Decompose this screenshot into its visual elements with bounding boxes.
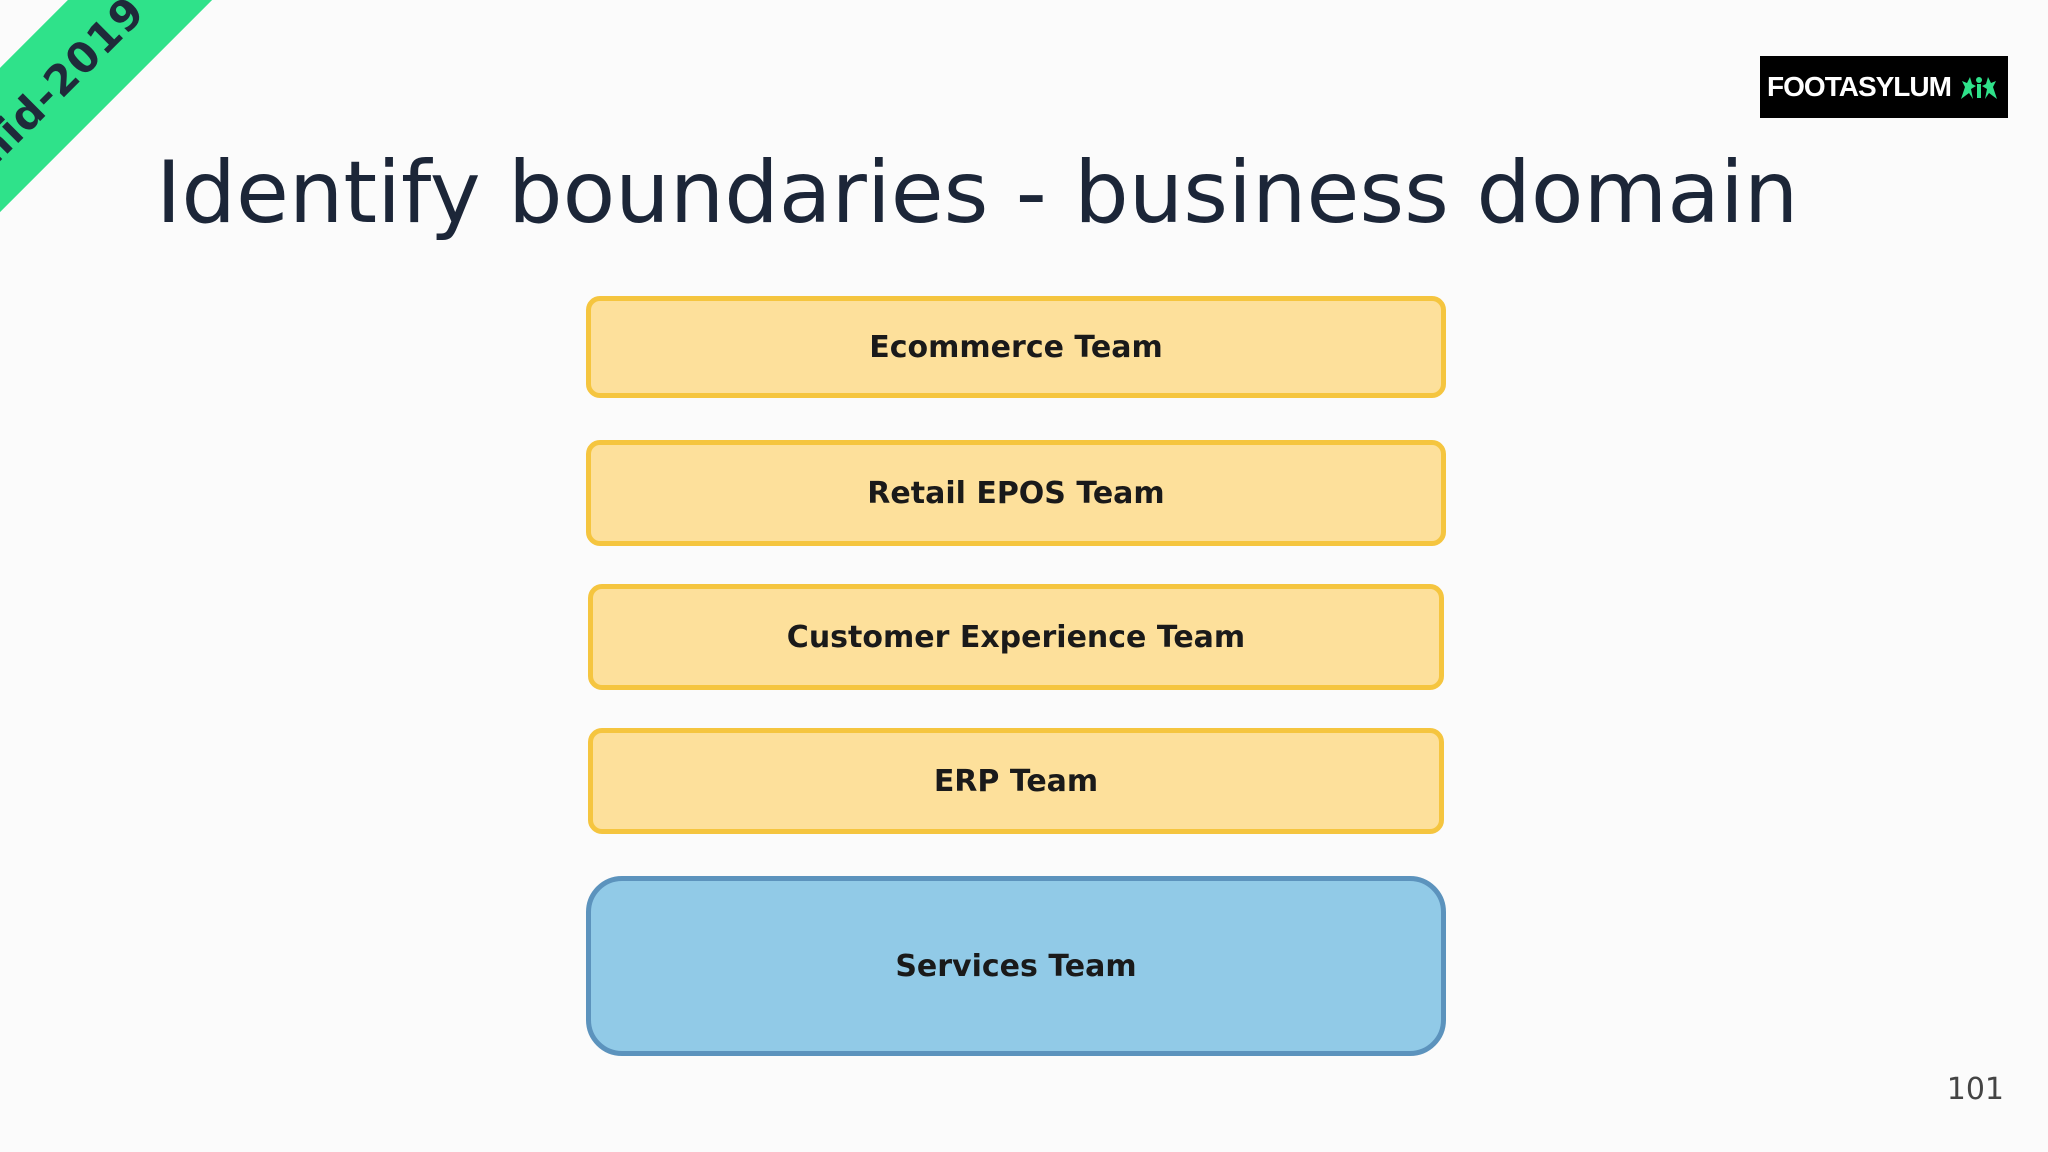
team-label: Services Team bbox=[895, 948, 1137, 984]
logo-text: FOOTASYLUM bbox=[1767, 71, 1952, 102]
footasylum-logo: FOOTASYLUM bbox=[1760, 56, 2008, 118]
team-label: Ecommerce Team bbox=[869, 329, 1163, 365]
erp-team-box: ERP Team bbox=[588, 728, 1444, 834]
page-title: Identify boundaries - business domain bbox=[156, 143, 1799, 243]
team-label: Retail EPOS Team bbox=[867, 475, 1165, 511]
ecommerce-team-box: Ecommerce Team bbox=[586, 296, 1446, 398]
page-number: 101 bbox=[1946, 1072, 2004, 1107]
lion-crest-icon bbox=[1960, 77, 1997, 99]
team-label: Customer Experience Team bbox=[786, 619, 1246, 655]
services-team-box: Services Team bbox=[586, 876, 1446, 1056]
retail-epos-team-box: Retail EPOS Team bbox=[586, 440, 1446, 546]
team-label: ERP Team bbox=[933, 763, 1099, 799]
customer-experience-team-box: Customer Experience Team bbox=[588, 584, 1444, 690]
